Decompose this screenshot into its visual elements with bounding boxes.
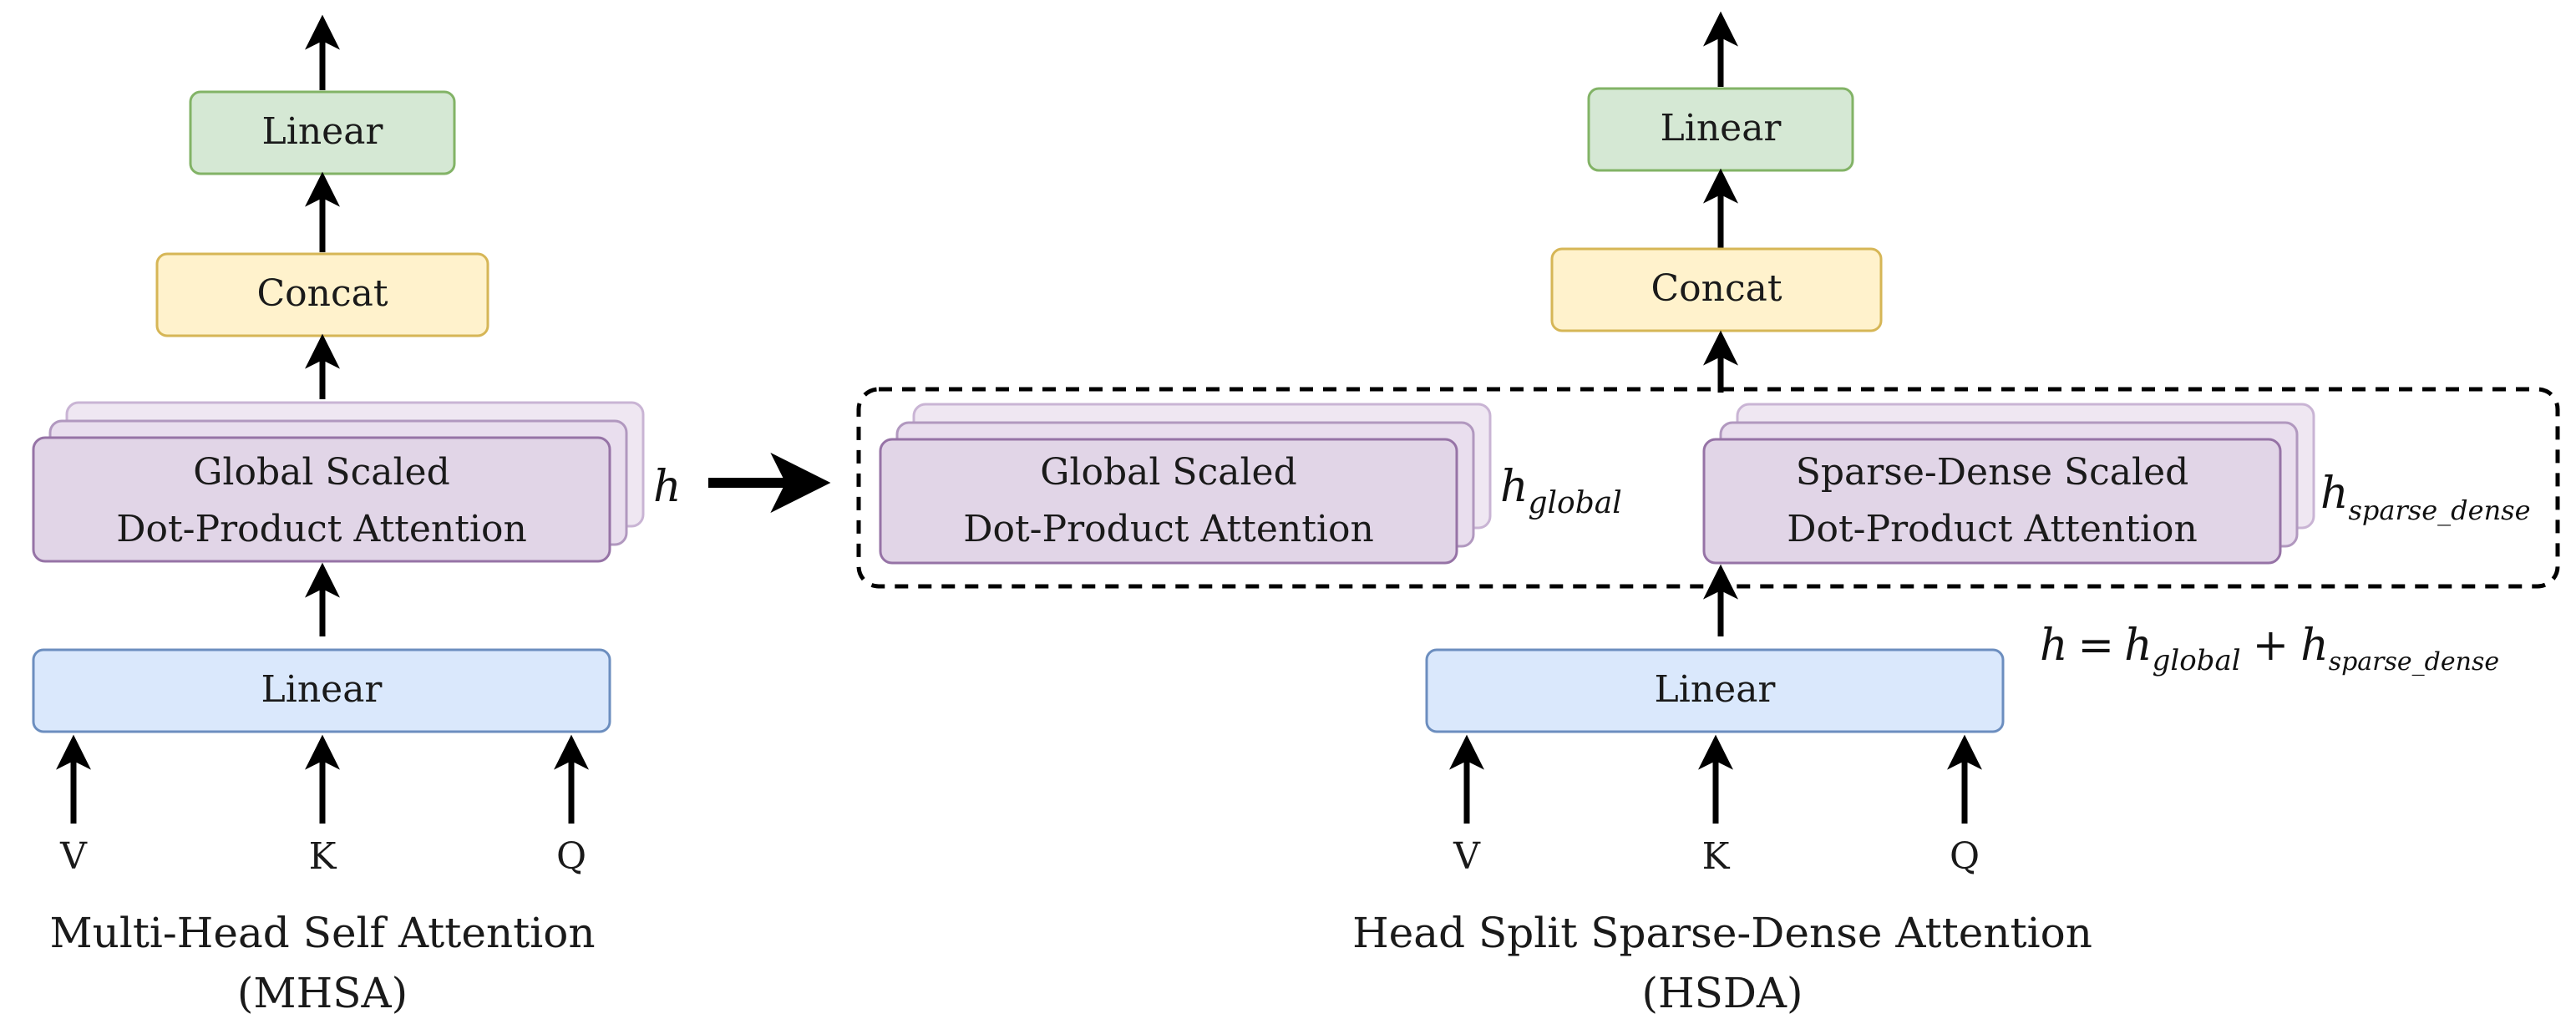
hsda-sparse-heads-label: hsparse_dense (2320, 469, 2531, 526)
hsda-top-linear-label: Linear (1661, 107, 1782, 150)
mhsa-input-linear-label: Linear (261, 668, 383, 711)
mhsa-attention-line2: Dot-Product Attention (116, 508, 527, 550)
hsda-input-k: K (1702, 835, 1731, 878)
hsda-sparse-line2: Dot-Product Attention (1787, 508, 2198, 550)
mhsa-attention-stack: Global Scaled Dot-Product Attention (32, 401, 645, 563)
mhsa-input-k: K (309, 835, 337, 878)
hsda-sparse-dense-attention-stack: Sparse-Dense Scaled Dot-Product Attentio… (1702, 403, 2315, 565)
hsda-global-attention-stack: Global Scaled Dot-Product Attention (879, 403, 1492, 565)
hsda-head-split-group (856, 387, 2560, 589)
hsda-top-linear-box: Linear (1587, 87, 1854, 172)
mhsa-top-linear-label: Linear (262, 110, 384, 153)
hsda-input-v: V (1453, 835, 1481, 878)
mhsa-input-q: Q (556, 835, 586, 878)
hsda-caption-line2: (HSDA) (1641, 969, 1803, 1017)
hsda-sparse-line1: Sparse-Dense Scaled (1796, 451, 2189, 494)
mhsa-caption-line2: (MHSA) (237, 969, 408, 1017)
mhsa-top-linear-box: Linear (189, 90, 456, 175)
mhsa-input-linear-box: Linear (32, 648, 611, 733)
mhsa-caption-line1: Multi-Head Self Attention (49, 909, 595, 957)
hsda-input-linear-label: Linear (1655, 668, 1777, 711)
mhsa-diagram: Linear Concat Global Scaled Dot-Product … (32, 14, 682, 1017)
hsda-equation: h=hglobal+hsparse_dense (2040, 621, 2499, 677)
mhsa-attention-line1: Global Scaled (193, 451, 449, 494)
hsda-input-q: Q (1950, 835, 1980, 878)
hsda-global-line2: Dot-Product Attention (963, 508, 1374, 550)
hsda-caption-line1: Head Split Sparse-Dense Attention (1352, 909, 2092, 957)
mhsa-heads-label: h (653, 462, 682, 512)
hsda-concat-box: Concat (1550, 247, 1883, 332)
hsda-global-heads-label: hglobal (1500, 462, 1622, 520)
mhsa-concat-box: Concat (155, 252, 489, 337)
hsda-concat-label: Concat (1651, 267, 1782, 310)
hsda-input-linear-box: Linear (1425, 648, 2005, 733)
hsda-global-line1: Global Scaled (1040, 451, 1296, 494)
mhsa-concat-label: Concat (256, 272, 388, 315)
mhsa-input-v: V (59, 835, 88, 878)
hsda-diagram: Linear Concat Global Scaled Dot-Product … (856, 11, 2560, 1017)
